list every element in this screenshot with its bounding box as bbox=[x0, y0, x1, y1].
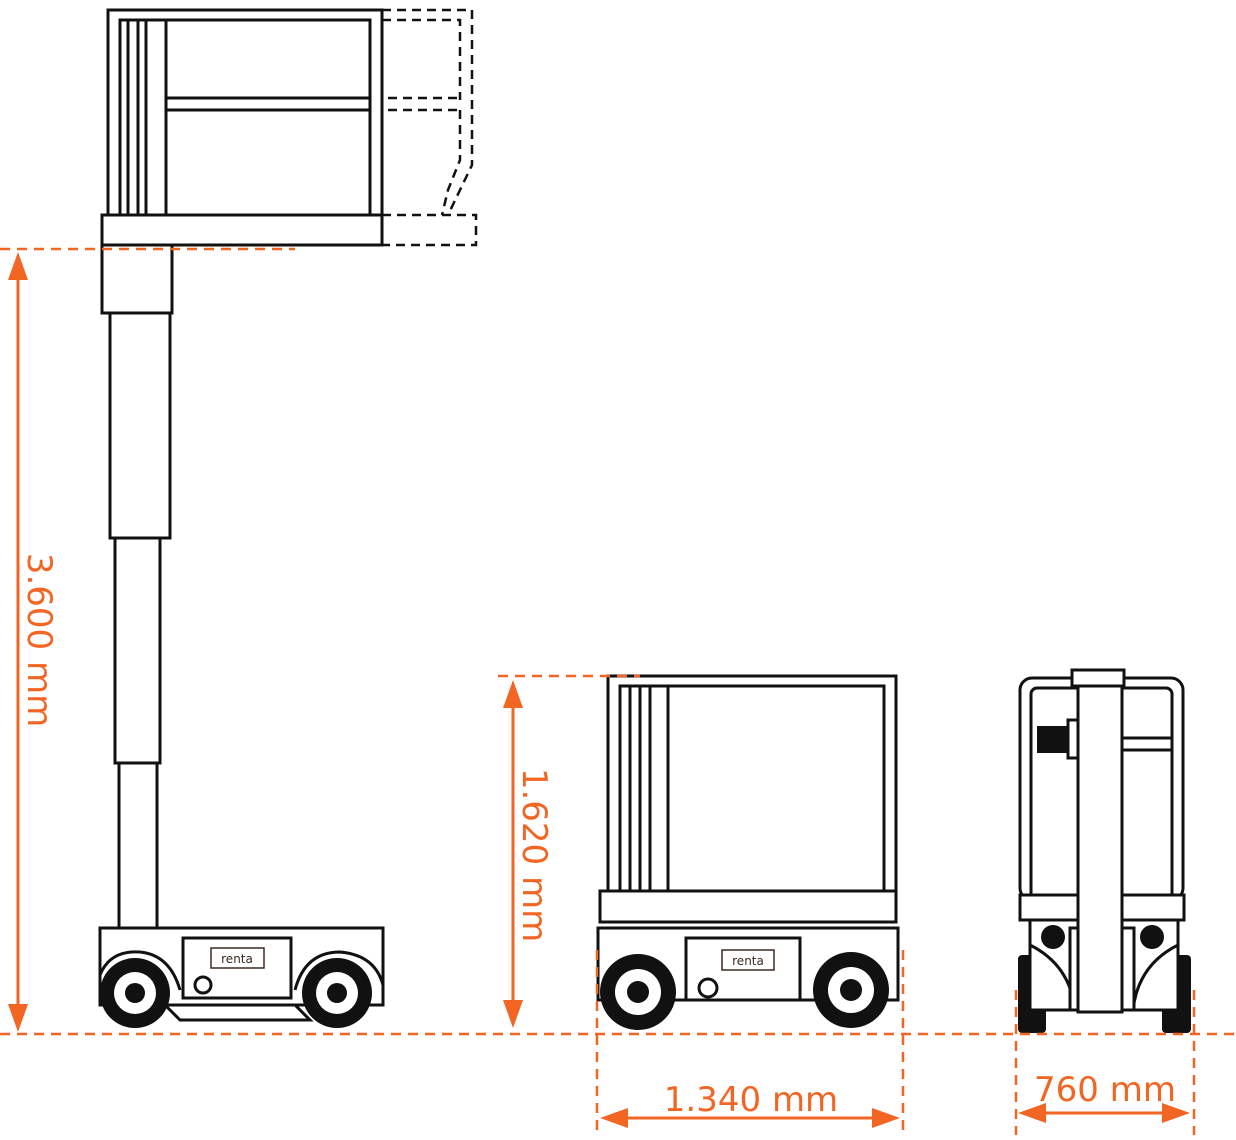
renta-logo: renta bbox=[210, 947, 265, 969]
working-height-label: 3.600 mm bbox=[19, 553, 59, 727]
wheel bbox=[302, 958, 372, 1028]
side-view-elevated: renta bbox=[98, 8, 478, 1028]
wheel bbox=[813, 952, 889, 1028]
front-view bbox=[1018, 668, 1191, 1033]
dimension-lines bbox=[0, 247, 1236, 1135]
stowed-height-label: 1.620 mm bbox=[514, 768, 554, 942]
svg-text:renta: renta bbox=[732, 954, 764, 968]
wheel bbox=[100, 958, 170, 1028]
renta-logo: renta bbox=[721, 949, 775, 971]
width-label: 760 mm bbox=[1034, 1070, 1176, 1110]
svg-text:renta: renta bbox=[221, 952, 253, 966]
side-view-stowed: renta bbox=[596, 674, 900, 1030]
length-label: 1.340 mm bbox=[664, 1080, 838, 1120]
wheel bbox=[600, 954, 676, 1030]
